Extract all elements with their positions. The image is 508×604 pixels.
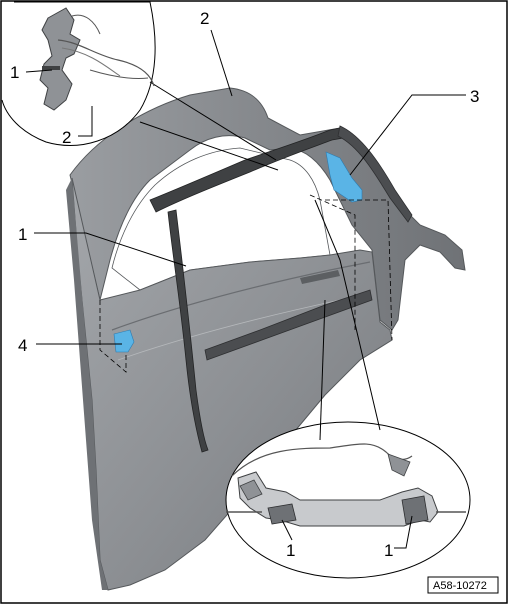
door-contour <box>111 261 371 331</box>
figure-ref-box <box>427 576 499 594</box>
callout-1-bottom-left: 1 <box>286 541 295 560</box>
clip-bottom-left <box>267 503 297 525</box>
callout-1-bottom-right: 1 <box>384 541 393 560</box>
window-frame <box>69 87 466 331</box>
leader-3 <box>349 94 466 176</box>
callout-3: 3 <box>470 87 479 106</box>
figure-ref-label: A58-10272 <box>433 580 487 592</box>
leader-2-top <box>78 106 93 137</box>
door-seal-rear-upper <box>337 125 413 223</box>
leader-2-upper <box>210 29 233 97</box>
callout-1-mid: 1 <box>18 225 27 244</box>
callout-leaders <box>25 29 466 549</box>
window-belt-seal <box>204 289 373 361</box>
door-handle <box>300 270 340 284</box>
clip-4-highlight <box>113 329 135 353</box>
door-contour-lower <box>117 299 341 361</box>
door-seal-vertical <box>167 209 209 453</box>
seal-section-top <box>39 7 81 111</box>
window-opening <box>111 147 331 291</box>
door-assembly <box>66 87 466 591</box>
leader-1-top <box>25 69 53 73</box>
detail-circle-top-outline <box>1 1 156 146</box>
callout-1-top: 1 <box>10 63 19 82</box>
leader-1-bottom-right <box>394 515 413 549</box>
door-hinge-edge <box>66 178 108 590</box>
leader-1-mid <box>34 232 187 267</box>
callout-2-top: 2 <box>62 128 71 147</box>
clip-bottom-right <box>401 495 429 525</box>
detail-circle-top <box>1 1 279 171</box>
detail-circle-bottom <box>225 199 471 579</box>
callout-2-upper: 2 <box>200 9 209 28</box>
leader-1-bottom-left <box>281 519 293 541</box>
callout-4: 4 <box>18 336 27 355</box>
dashed-guides <box>99 194 393 373</box>
